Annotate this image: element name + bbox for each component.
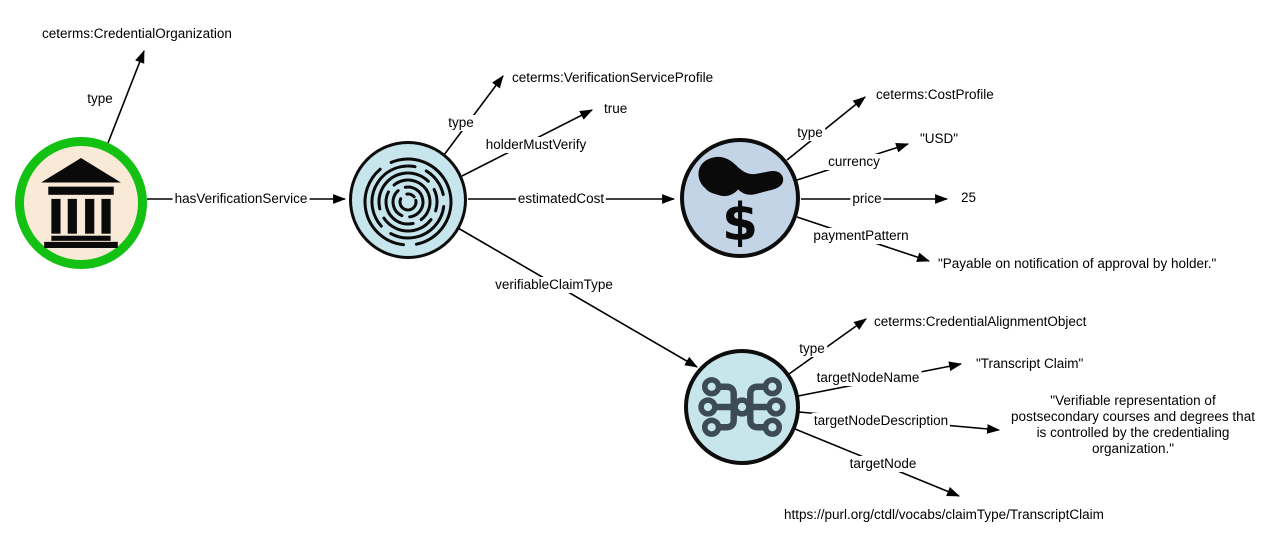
holder-must-verify-value: true [602,101,630,117]
cost-type-edge-label: type [795,125,825,141]
node-cost-profile: $ [680,138,800,258]
network-icon [698,377,786,437]
edge-cost-type [786,96,866,161]
hand-dollar-icon: $ [698,156,784,247]
estimated-cost-label: estimatedCost [515,191,607,207]
org-type-value: ceterms:CredentialOrganization [40,26,234,42]
edge-org-type [107,49,145,144]
node-credential-alignment [684,349,800,465]
verification-type-value: ceterms:VerificationServiceProfile [510,70,716,86]
dollar-glyph: $ [722,193,758,247]
claim-type-value: ceterms:CredentialAlignmentObject [872,314,1089,330]
node-credential-organization [15,137,147,269]
target-node-label: targetNode [847,456,919,472]
holder-must-verify-label: holderMustVerify [483,137,589,153]
currency-label: currency [826,154,882,170]
currency-value: "USD" [918,131,961,147]
node-verification-service [349,141,467,259]
org-type-edge-label: type [85,91,115,107]
verification-type-edge-label: type [446,115,476,131]
target-node-name-value: "Transcript Claim" [974,356,1086,372]
edge-claim-type [788,318,867,375]
claim-type-edge-label: type [797,341,827,357]
has-verification-service-label: hasVerificationService [172,191,310,207]
target-node-value: https://purl.org/ctdl/vocabs/claimType/T… [782,507,1106,523]
bank-icon [41,158,121,248]
edge-verifiable-claim-type [457,227,698,368]
target-node-name-label: targetNodeName [814,370,922,386]
payment-pattern-value: "Payable on notification of approval by … [936,256,1219,272]
price-label: price [850,191,884,207]
verifiable-claim-type-label: verifiableClaimType [493,277,615,293]
cost-type-value: ceterms:CostProfile [874,87,996,103]
payment-pattern-label: paymentPattern [811,228,911,244]
target-node-description-value: "Verifiable representation of postsecond… [1003,393,1263,457]
target-node-description-label: targetNodeDescription [811,413,951,429]
price-value: 25 [959,190,979,206]
fingerprint-icon [363,157,453,247]
